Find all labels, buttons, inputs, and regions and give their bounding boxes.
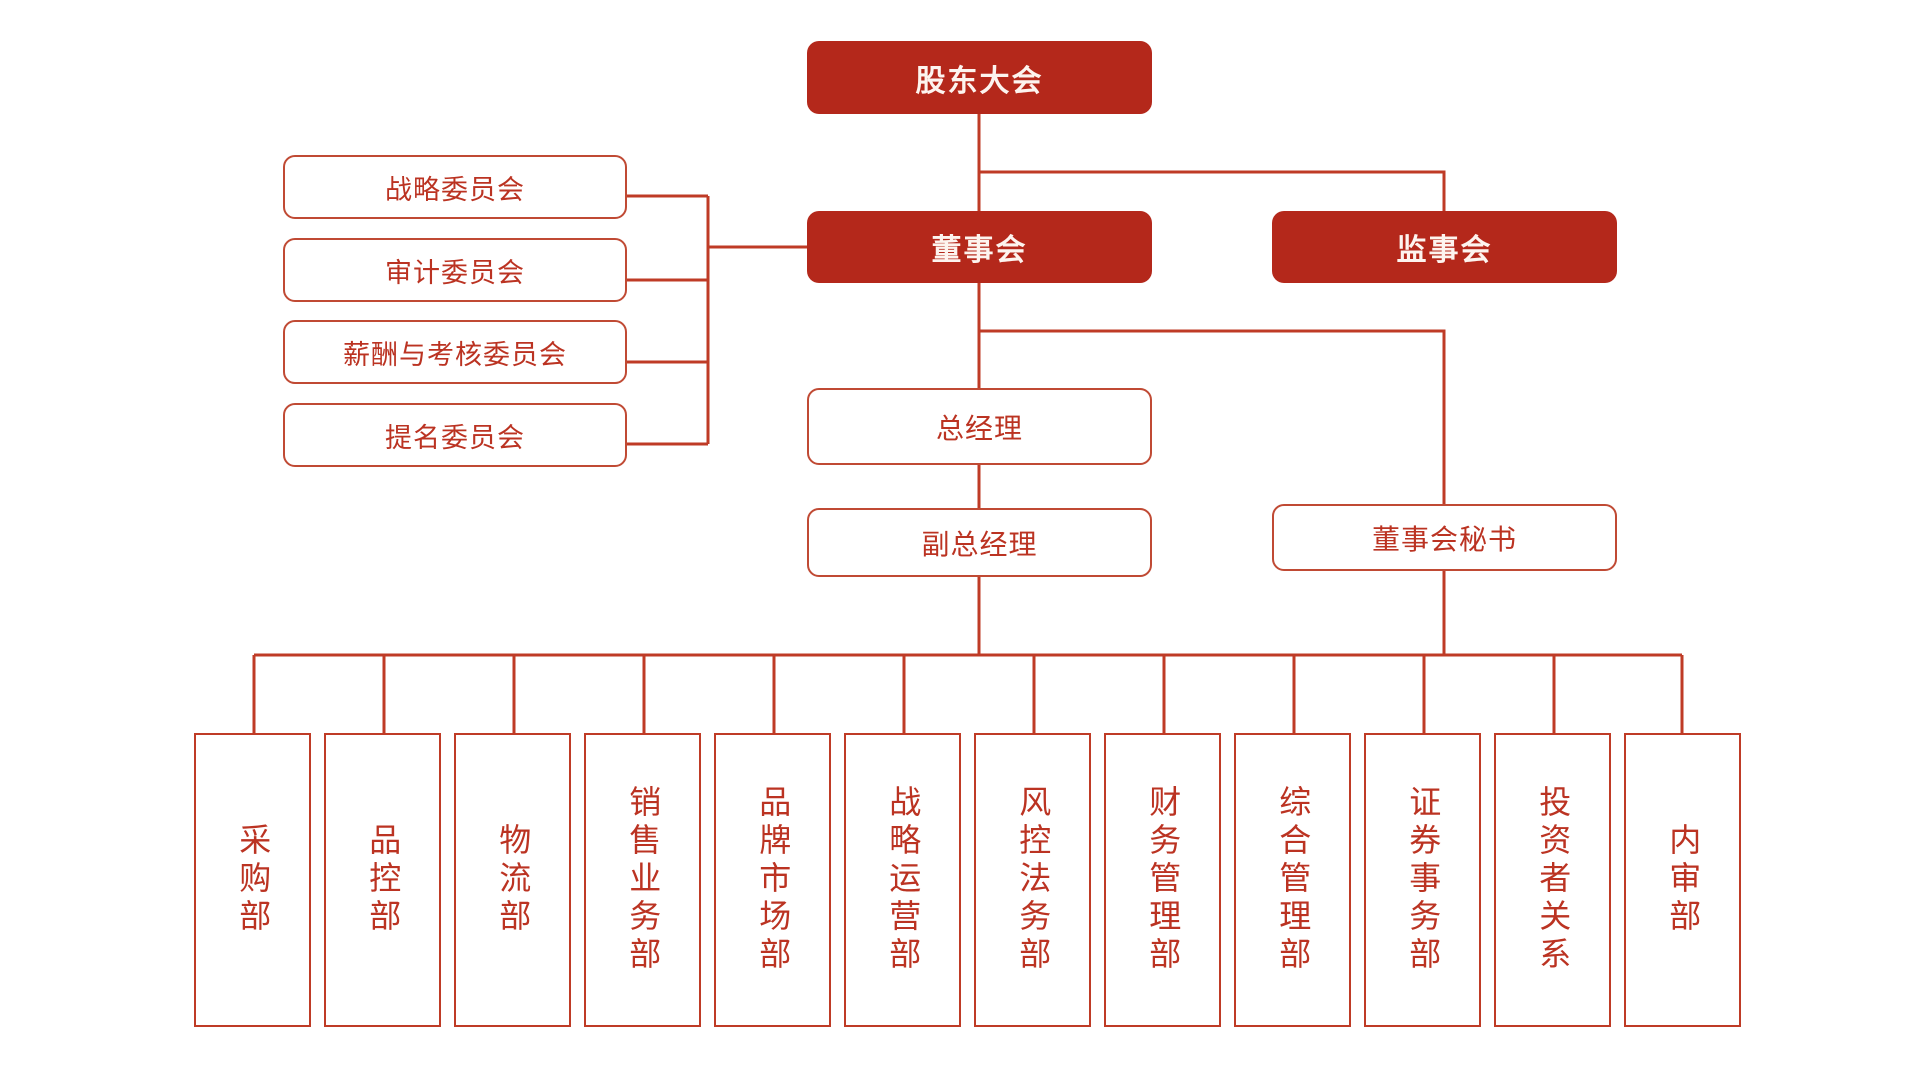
node-label: 财务管理部: [1145, 785, 1182, 975]
node-board-of-directors[interactable]: 董事会: [807, 211, 1152, 283]
node-department-quality-control[interactable]: 品控部: [324, 733, 441, 1027]
node-label: 战略运营部: [885, 785, 922, 975]
node-department-brand-marketing[interactable]: 品牌市场部: [714, 733, 831, 1027]
node-label: 董事会: [931, 234, 1028, 267]
node-label: 物流部: [495, 823, 532, 937]
node-label: 品控部: [365, 823, 402, 937]
node-department-internal-audit[interactable]: 内审部: [1624, 733, 1741, 1027]
node-department-finance[interactable]: 财务管理部: [1104, 733, 1221, 1027]
node-department-investor-relations[interactable]: 投资者关系: [1494, 733, 1611, 1027]
node-label: 采购部: [235, 823, 272, 937]
node-label: 提名委员会: [385, 422, 525, 453]
node-label: 综合管理部: [1275, 785, 1312, 975]
node-label: 薪酬与考核委员会: [343, 339, 567, 370]
node-label: 证券事务部: [1405, 785, 1442, 975]
node-department-sales-business[interactable]: 销售业务部: [584, 733, 701, 1027]
node-label: 品牌市场部: [755, 785, 792, 975]
node-department-general-administration[interactable]: 综合管理部: [1234, 733, 1351, 1027]
node-department-logistics[interactable]: 物流部: [454, 733, 571, 1027]
node-label: 副总经理: [921, 528, 1038, 560]
node-shareholders-meeting[interactable]: 股东大会: [807, 41, 1152, 114]
node-board-of-supervisors[interactable]: 监事会: [1272, 211, 1617, 283]
node-department-procurement[interactable]: 采购部: [194, 733, 311, 1027]
node-general-manager[interactable]: 总经理: [807, 388, 1152, 465]
node-label: 审计委员会: [385, 257, 525, 288]
node-committee-audit[interactable]: 审计委员会: [283, 238, 627, 302]
node-label: 销售业务部: [625, 785, 662, 975]
node-label: 董事会秘书: [1371, 523, 1517, 555]
node-label: 战略委员会: [385, 174, 525, 205]
node-label: 监事会: [1396, 234, 1493, 267]
node-deputy-general-manager[interactable]: 副总经理: [807, 508, 1152, 577]
node-label: 风控法务部: [1015, 785, 1052, 975]
node-department-strategy-operations[interactable]: 战略运营部: [844, 733, 961, 1027]
node-label: 股东大会: [915, 64, 1044, 98]
line-shareholders-to-supervisors: [979, 170, 1446, 211]
node-board-secretary[interactable]: 董事会秘书: [1272, 504, 1617, 571]
node-committee-compensation-assessment[interactable]: 薪酬与考核委员会: [283, 320, 627, 384]
node-label: 内审部: [1665, 823, 1702, 937]
line-board-to-secretary: [979, 329, 1446, 504]
node-committee-strategy[interactable]: 战略委员会: [283, 155, 627, 219]
node-department-risk-legal[interactable]: 风控法务部: [974, 733, 1091, 1027]
node-label: 总经理: [935, 412, 1023, 444]
node-department-securities-affairs[interactable]: 证券事务部: [1364, 733, 1481, 1027]
node-label: 投资者关系: [1535, 785, 1572, 975]
node-committee-nomination[interactable]: 提名委员会: [283, 403, 627, 467]
